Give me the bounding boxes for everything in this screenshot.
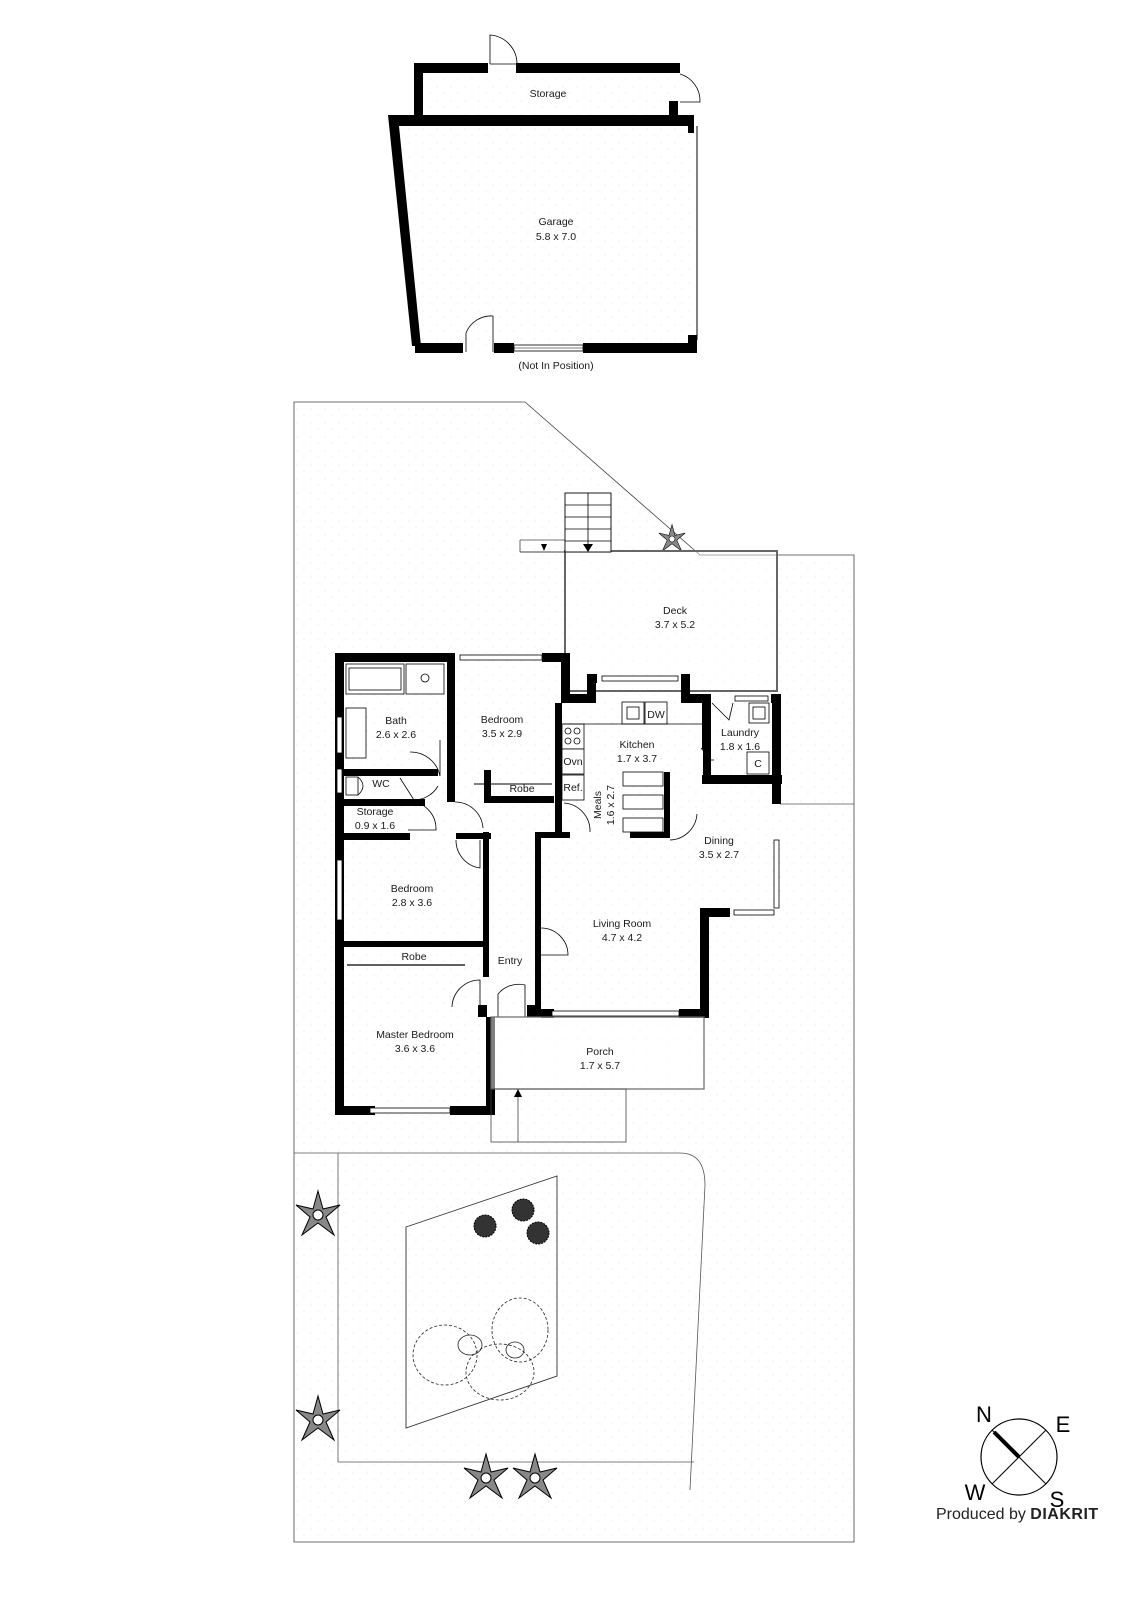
room-label-storage: Storage xyxy=(530,88,567,100)
compass-north: N xyxy=(976,1402,992,1427)
room-label-meals: Meals xyxy=(592,791,604,819)
credit-prefix: Produced by xyxy=(936,1506,1026,1523)
room-dims-meals: 1.6 x 2.7 xyxy=(605,785,617,825)
deck-area: Deck 3.7 x 5.2 xyxy=(519,492,778,692)
room-dims-garage: 5.8 x 7.0 xyxy=(536,231,576,243)
room-dims-bedroom-3: 2.8 x 3.6 xyxy=(392,897,432,909)
room-label-porch: Porch xyxy=(586,1046,614,1058)
room-label-garage: Garage xyxy=(538,216,573,228)
fixture-oven: Ovn xyxy=(563,756,582,768)
room-dims-bedroom-2: 3.5 x 2.9 xyxy=(482,728,522,740)
room-label-bedroom-2: Bedroom xyxy=(481,714,524,726)
room-dims-kitchen: 1.7 x 3.7 xyxy=(617,753,657,765)
room-label-wc: WC xyxy=(372,778,390,790)
groundcover-icon xyxy=(412,1297,549,1401)
room-dims-bath: 2.6 x 2.6 xyxy=(376,729,416,741)
compass-west: W xyxy=(965,1480,986,1505)
room-label-entry: Entry xyxy=(498,955,523,967)
room-dims-porch: 1.7 x 5.7 xyxy=(580,1060,620,1072)
room-label-bath: Bath xyxy=(385,715,407,727)
fixture-cupboard: C xyxy=(754,758,762,770)
brand-logo: DIAKRIT xyxy=(1030,1506,1099,1523)
fixture-refrigerator: Ref. xyxy=(563,782,582,794)
room-label-robe-1: Robe xyxy=(509,783,534,795)
compass-icon: N E S W xyxy=(965,1402,1071,1512)
room-label-kitchen: Kitchen xyxy=(619,739,654,751)
room-dims-deck: 3.7 x 5.2 xyxy=(655,619,695,631)
room-dims-living-room: 4.7 x 4.2 xyxy=(602,932,642,944)
shrub-icon xyxy=(473,1198,550,1245)
house-interior: Bath 2.6 x 2.6 Bedroom 3.5 x 2.9 Kitchen… xyxy=(335,653,782,1143)
room-label-bedroom-3: Bedroom xyxy=(391,883,434,895)
room-dims-master-bedroom: 3.6 x 3.6 xyxy=(395,1043,435,1055)
room-dims-storage: 0.9 x 1.6 xyxy=(355,820,395,832)
room-dims-laundry: 1.8 x 1.6 xyxy=(720,741,760,753)
not-in-position-note: (Not In Position) xyxy=(518,360,593,372)
room-label-storage: Storage xyxy=(357,806,394,818)
room-label-dining: Dining xyxy=(704,835,734,847)
room-label-deck: Deck xyxy=(663,605,688,617)
compass-south: S xyxy=(1050,1487,1065,1512)
lot-site xyxy=(293,401,855,1543)
fixture-dishwasher: DW xyxy=(647,709,665,721)
compass-east: E xyxy=(1056,1412,1071,1437)
room-label-robe-2: Robe xyxy=(401,951,426,963)
palm-plant-icon xyxy=(295,523,686,1500)
room-dims-dining: 3.5 x 2.7 xyxy=(699,849,739,861)
garage-building: Storage Garage 5.8 x 7.0 (Not In Positio… xyxy=(388,34,701,372)
room-label-master-bedroom: Master Bedroom xyxy=(376,1029,454,1041)
room-label-laundry: Laundry xyxy=(721,727,760,739)
producer-credit: Produced by DIAKRIT xyxy=(936,1506,1099,1524)
room-label-living-room: Living Room xyxy=(593,918,652,930)
